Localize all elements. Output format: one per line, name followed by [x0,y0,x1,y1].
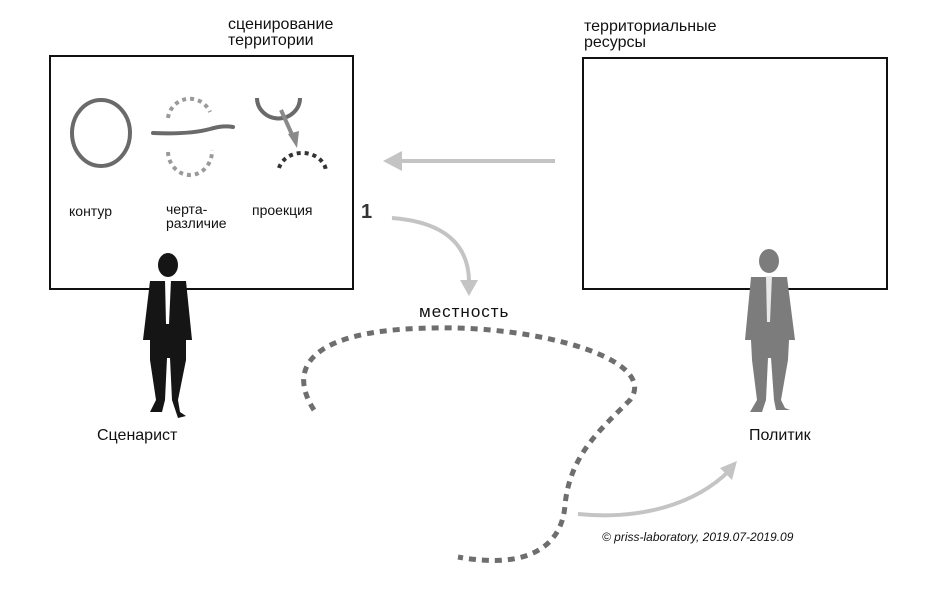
line-distinction-icon [151,96,235,177]
projection-label: проекция [252,202,313,218]
credit-text: © priss-laboratory, 2019.07-2019.09 [602,530,794,544]
line-distinction-label: черта- различие [166,201,227,231]
resources-box [582,57,888,290]
terrain-label: местность [419,302,510,321]
politician-label: Политик [749,427,811,444]
terrain-path [301,325,638,563]
scenario-box-title: сценирование территории [228,16,334,49]
scenario-box [49,55,354,290]
scenarist-figure [143,253,192,418]
projection-icon [255,97,328,171]
contour-label: контур [69,203,112,219]
politician-figure [745,249,795,412]
arrow-to-politician [577,468,732,518]
arrow-one [391,216,472,286]
arrow-number: 1 [361,201,373,223]
resources-box-title: территориальные ресурсы [584,18,717,51]
contour-icon [70,98,132,168]
scenarist-label: Сценарист [97,427,178,444]
